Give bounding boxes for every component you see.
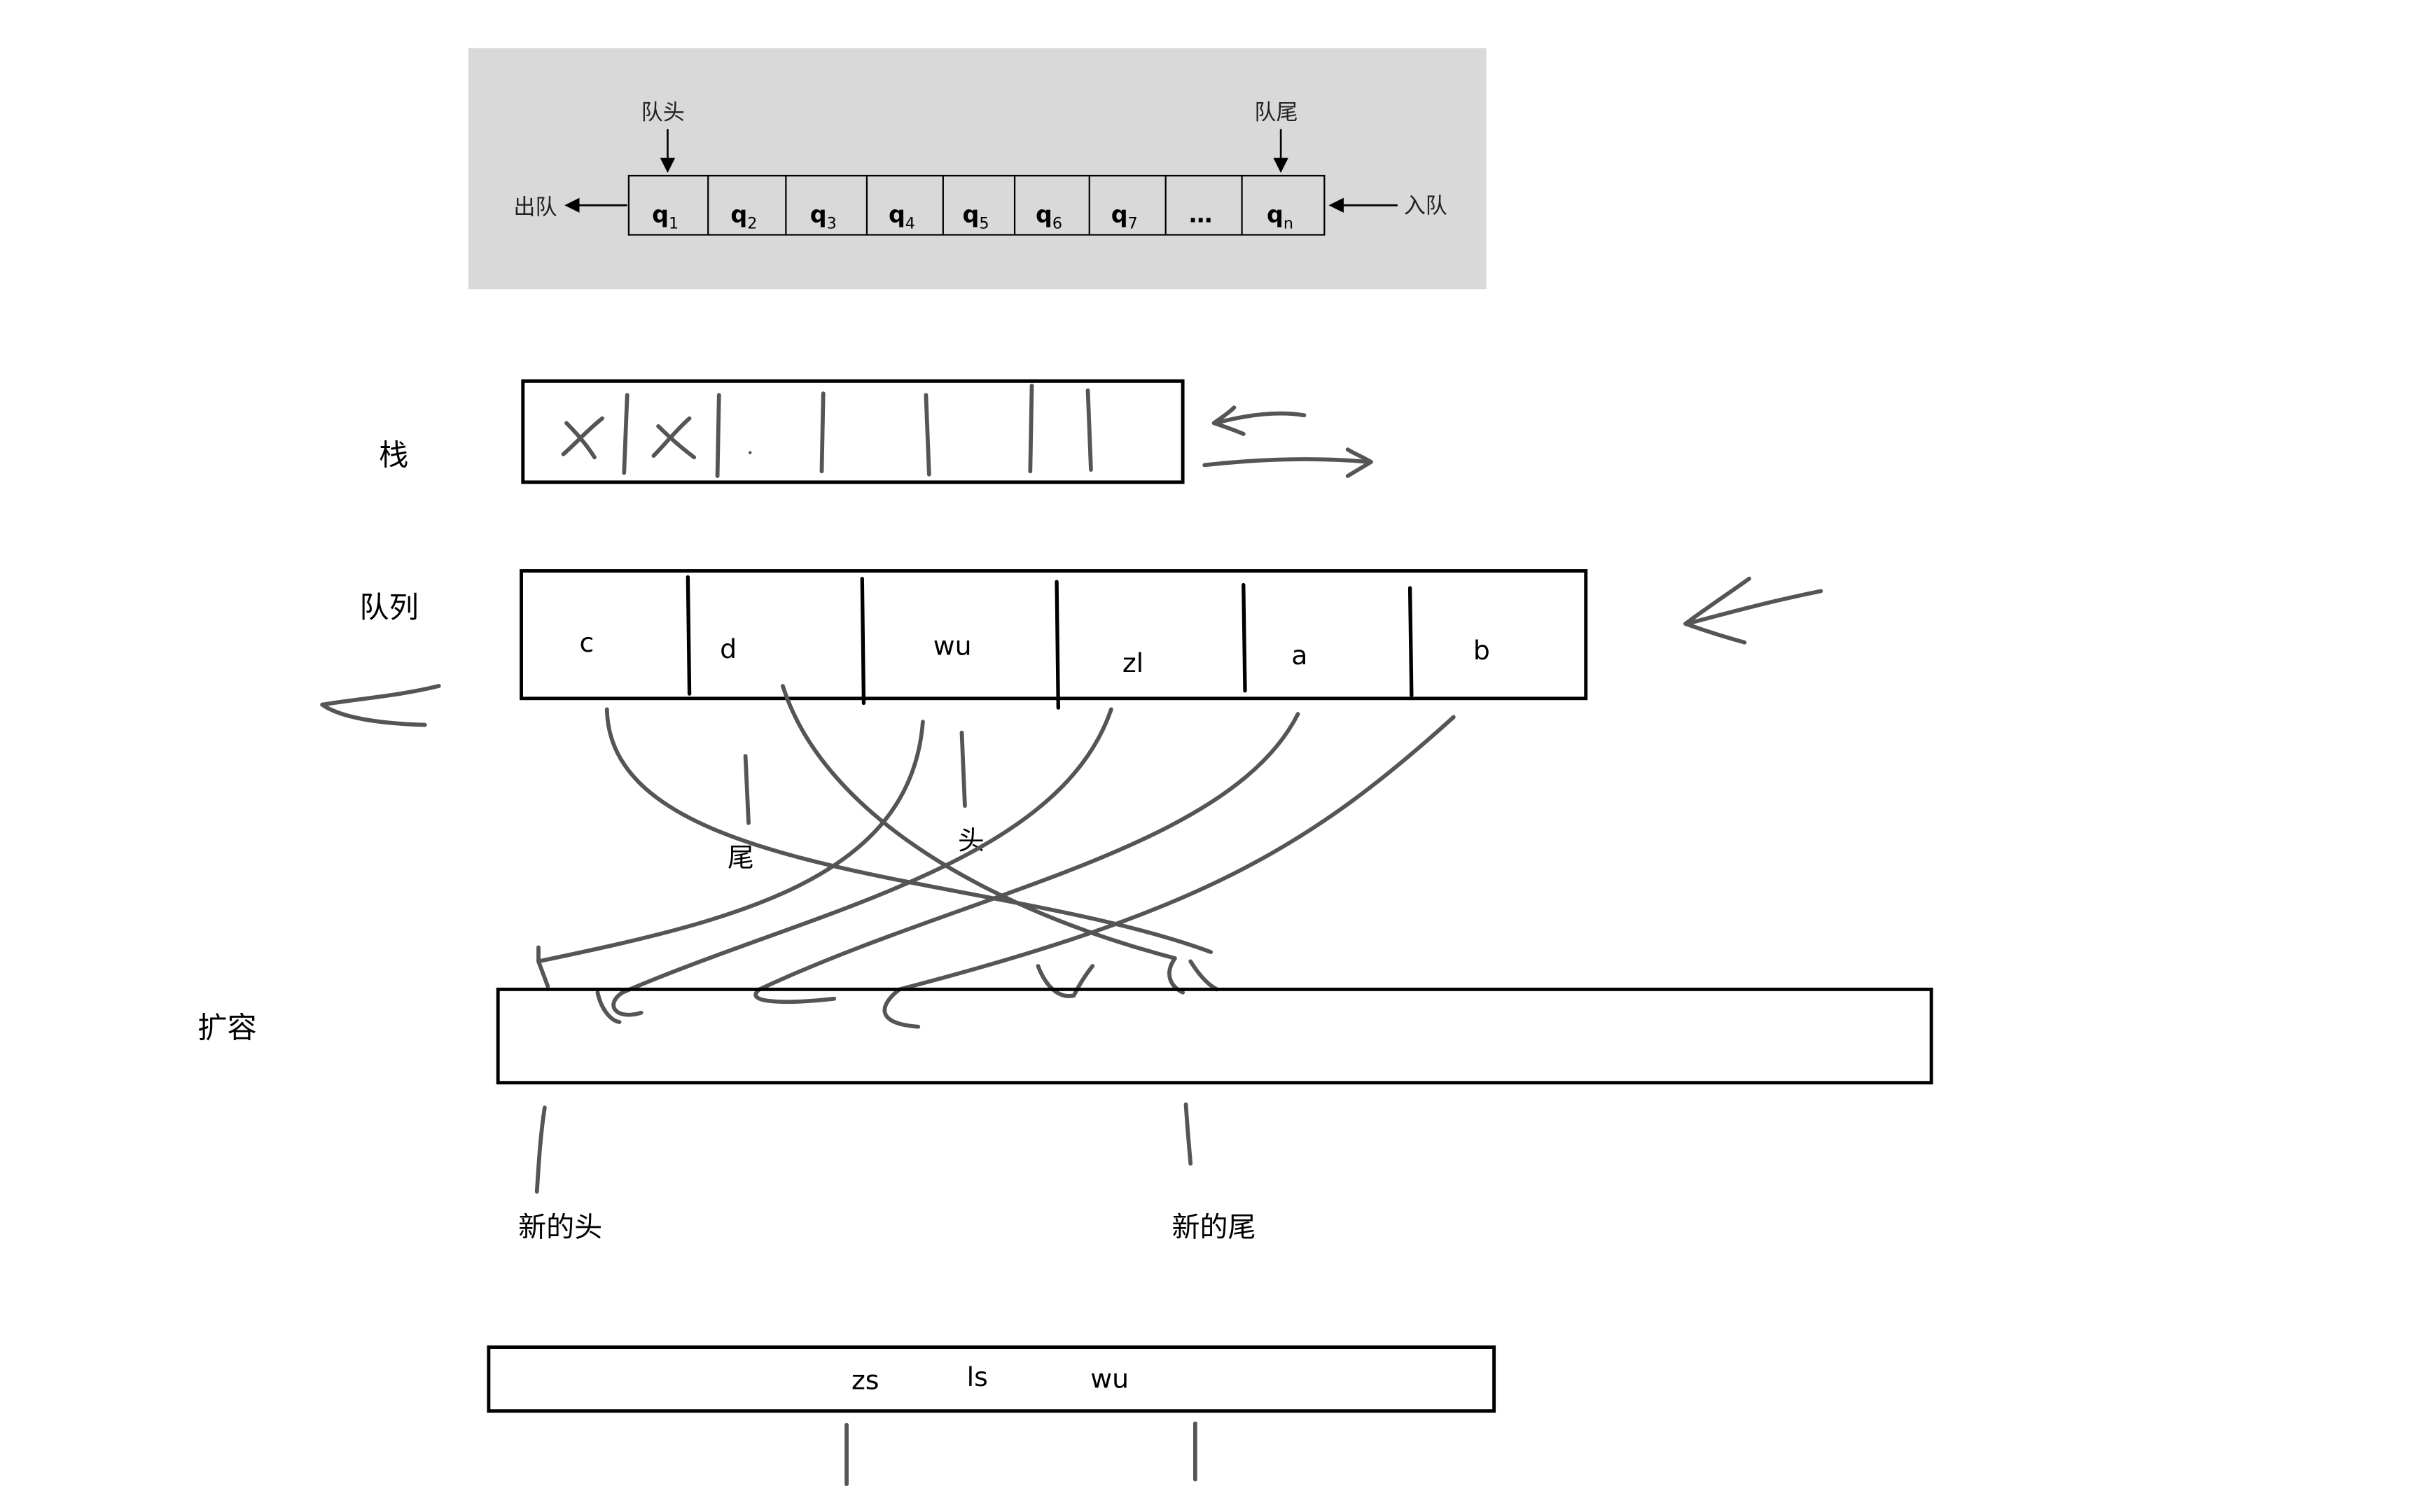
new-tail-label: 新的尾 <box>1172 1212 1256 1244</box>
bottom-array-item: zs <box>851 1365 879 1396</box>
stack-sketch-divider-3 <box>819 391 826 474</box>
copy-curve-tick-2 <box>595 990 622 1024</box>
head-pointer-label: 队头 <box>641 100 685 125</box>
bottom-array-section: zs ls wu <box>487 1345 1496 1487</box>
copy-curve-d <box>781 684 1185 995</box>
queue-box <box>520 569 1588 701</box>
stack-pop-arrow <box>1211 405 1307 436</box>
stack-section: 栈 <box>379 379 1373 484</box>
stack-sketch-dot <box>749 451 752 454</box>
queue-divider-2 <box>860 576 866 706</box>
expand-label: 扩容 <box>197 1010 256 1044</box>
copy-curve-a <box>753 712 1300 1004</box>
new-head-label: 新的头 <box>518 1212 602 1244</box>
queue-divider-1 <box>686 575 692 696</box>
stack-sketch-cross-2 <box>651 416 697 460</box>
queue-cell-label: a <box>1291 640 1307 671</box>
queue-label: 队列 <box>359 590 418 624</box>
tail-pointer-label: 队尾 <box>1254 100 1298 125</box>
bottom-array-item: wu <box>1090 1363 1129 1394</box>
stack-sketch-cross-1 <box>561 416 604 460</box>
stack-sketch-divider-1 <box>622 393 630 475</box>
queue-head-pointer-line <box>959 730 967 808</box>
stack-label: 栈 <box>379 438 408 472</box>
new-tail-pointer-line <box>1183 1102 1193 1166</box>
queue-dequeue-arrow <box>320 684 441 727</box>
stack-box <box>521 379 1185 484</box>
stack-sketch-divider-6 <box>1085 388 1093 472</box>
queue-tail-note: 尾 <box>728 842 754 873</box>
queue-divider-4 <box>1242 582 1247 693</box>
queue-cell-label: wu <box>933 631 972 662</box>
queue-cell-label: d <box>720 634 737 664</box>
dequeue-label: 出队 <box>513 195 557 220</box>
stack-push-arrow <box>1202 447 1373 478</box>
queue-cell-label: c <box>580 627 594 658</box>
reference-queue-box <box>627 174 1326 236</box>
expand-section: 扩容 新的头 新的尾 <box>197 987 1933 1244</box>
queue-enqueue-arrow <box>1683 576 1823 645</box>
queue-cell-label: zl <box>1122 648 1143 678</box>
stack-sketch-divider-2 <box>715 393 721 478</box>
queue-tail-pointer-line <box>743 754 751 825</box>
queue-divider-5 <box>1407 586 1414 697</box>
queue-divider-3 <box>1055 580 1060 710</box>
copy-curve-tick <box>1036 964 1095 998</box>
reference-queue-cell-label: q3 <box>810 201 837 233</box>
copy-curve-wu <box>536 720 925 988</box>
bottom-array-box <box>487 1345 1496 1413</box>
bottom-array-item: ls <box>967 1362 988 1392</box>
reference-queue-cell-label: … <box>1189 201 1212 228</box>
copy-curves <box>536 684 1456 1029</box>
reference-queue-dividers <box>707 176 1243 235</box>
enqueue-label: 入队 <box>1404 193 1447 218</box>
expanded-array-box <box>496 987 1933 1085</box>
copy-curve-b <box>882 715 1456 1029</box>
reference-queue-cell-label: q1 <box>652 201 679 233</box>
stack-sketch-divider-4 <box>924 393 931 477</box>
reference-panel-background <box>468 48 1487 290</box>
stack-sketch-divider-5 <box>1028 384 1034 474</box>
new-head-pointer-line <box>534 1105 547 1194</box>
queue-section: 队列 c d wu zl a b 尾 头 <box>320 569 1823 1029</box>
copy-curve-zl <box>611 707 1113 1017</box>
queue-cell-label: b <box>1473 635 1490 666</box>
